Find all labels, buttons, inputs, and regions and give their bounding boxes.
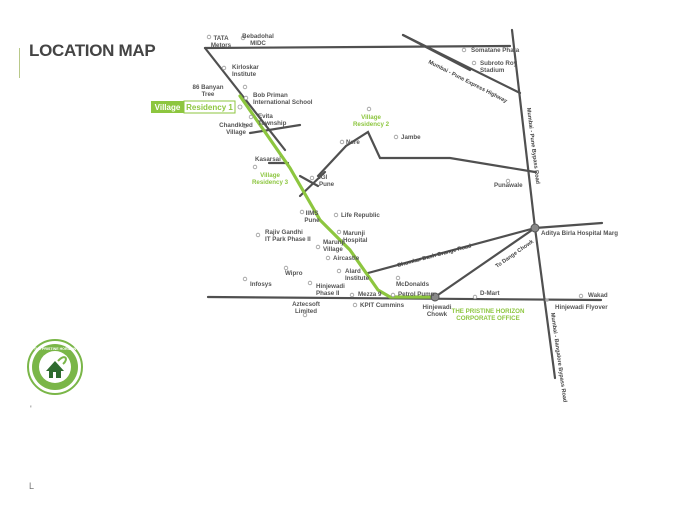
route-to-residency <box>238 94 437 299</box>
project-badge: Village Residency 1 <box>151 100 243 114</box>
svg-text:Aditya Birla Hospital Marg: Aditya Birla Hospital Marg <box>541 230 618 237</box>
road-top <box>203 44 512 50</box>
svg-text:Kasarsai: Kasarsai <box>255 156 281 163</box>
svg-text:D-Mart: D-Mart <box>480 290 500 297</box>
road-expressway-left <box>401 33 472 72</box>
road-bangalore-bypass <box>533 226 557 380</box>
junction-marker-dange <box>530 223 540 233</box>
svg-text:Infosys: Infosys <box>250 281 272 288</box>
svg-text:Petrol Pump: Petrol Pump <box>398 291 435 298</box>
location-dots <box>206 34 584 318</box>
svg-text:McDonalds: McDonalds <box>396 281 430 288</box>
svg-text:Aircastle: Aircastle <box>333 255 360 262</box>
svg-text:Nere: Nere <box>346 139 360 146</box>
svg-text:Punawale: Punawale <box>494 182 523 189</box>
svg-text:Hinjewadi Flyover: Hinjewadi Flyover <box>555 304 608 311</box>
road-igi <box>298 174 320 188</box>
svg-text:Mezza 9: Mezza 9 <box>358 291 382 298</box>
road-nere-punawale <box>316 130 537 178</box>
road-pune-bypass <box>510 28 537 230</box>
svg-text:Somatane Phata: Somatane Phata <box>471 47 520 54</box>
junction-marker-bypass <box>545 298 549 302</box>
road-dange <box>433 226 537 299</box>
title-accent-rule <box>19 48 20 78</box>
svg-text:Life Republic: Life Republic <box>341 212 380 219</box>
pristine-horizon-logo: THE PRISTINE HORIZON <box>27 339 83 395</box>
svg-text:Bhumkar Dash Grange Road: Bhumkar Dash Grange Road <box>397 243 473 269</box>
junction-marker-hinjewadi <box>430 292 440 302</box>
svg-text:Mumbai - Pune Bypass Road: Mumbai - Pune Bypass Road <box>525 108 540 186</box>
road-bhumkar <box>366 226 537 275</box>
svg-text:KPIT Cummins: KPIT Cummins <box>360 302 405 309</box>
badge-residency: Residency 1 <box>186 103 233 112</box>
logo-text: THE PRISTINE HORIZON <box>34 347 77 351</box>
corner-mark-top: ' <box>30 404 32 414</box>
svg-text:Wakad: Wakad <box>588 292 608 299</box>
road-kasarsai <box>248 123 302 135</box>
badge-village: Village <box>155 103 181 112</box>
page-title: LOCATION MAP <box>29 41 156 60</box>
corner-mark-bottom: L <box>29 481 35 491</box>
road-network <box>203 28 604 380</box>
svg-text:Wipro: Wipro <box>285 270 303 277</box>
road-aditya-birla <box>533 221 604 230</box>
svg-text:Jambe: Jambe <box>401 134 421 141</box>
svg-text:To Dange Chowk: To Dange Chowk <box>495 238 536 269</box>
